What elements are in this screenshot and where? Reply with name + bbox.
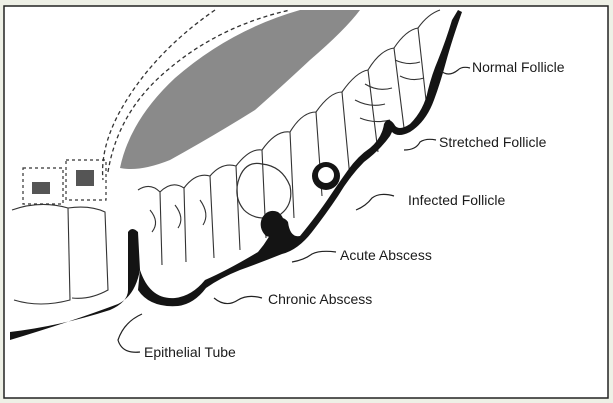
crypt-lumen-right — [76, 170, 94, 186]
label-stretched-follicle: Stretched Follicle — [439, 134, 547, 150]
label-epithelial-tube: Epithelial Tube — [144, 344, 236, 360]
label-infected-follicle: Infected Follicle — [408, 192, 505, 208]
label-normal-follicle: Normal Follicle — [472, 59, 565, 75]
crypt-lumen-left — [32, 182, 50, 194]
infected-follicle-core — [318, 167, 334, 183]
label-acute-abscess: Acute Abscess — [340, 247, 432, 263]
label-chronic-abscess: Chronic Abscess — [268, 291, 372, 307]
